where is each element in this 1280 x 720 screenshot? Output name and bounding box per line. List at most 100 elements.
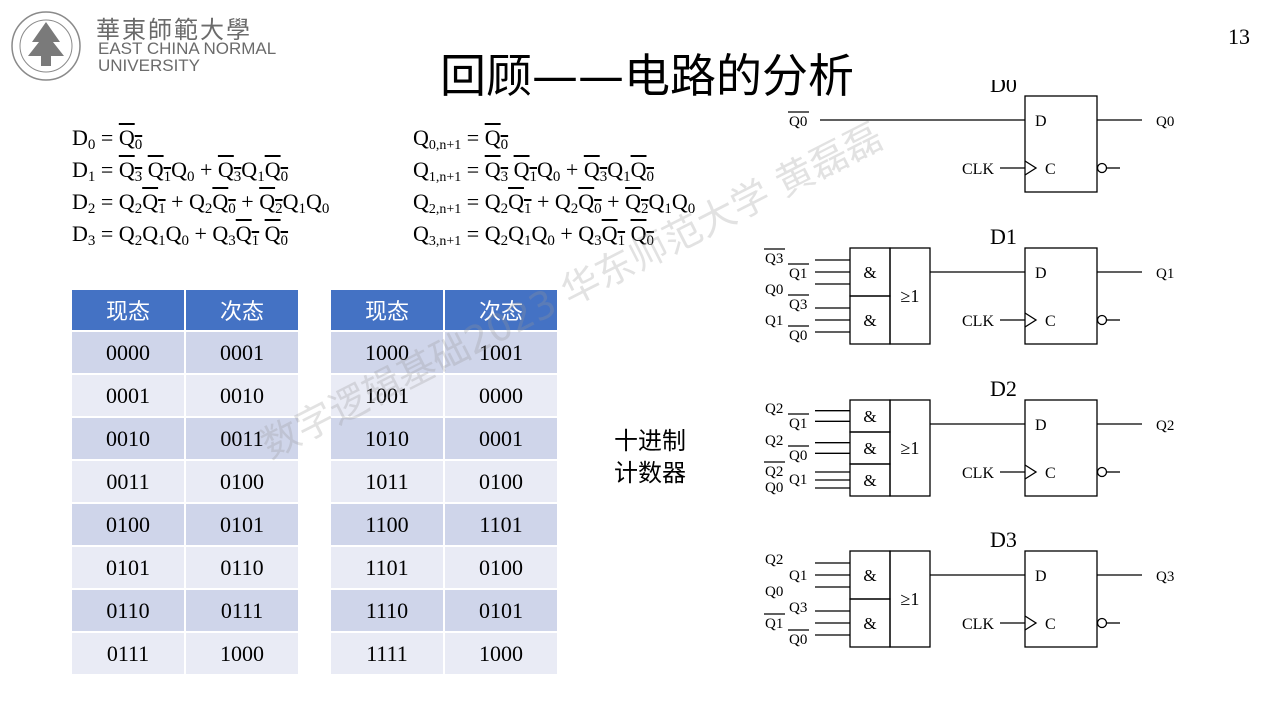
logo-english-line2: UNIVERSITY — [98, 56, 201, 75]
input-label: Q2 — [765, 464, 783, 480]
and-symbol: & — [863, 407, 876, 426]
input-label: Q3 — [765, 251, 783, 267]
current-state-cell: 1100 — [331, 504, 443, 545]
current-state-cell: 1010 — [331, 418, 443, 459]
university-logo — [8, 8, 88, 84]
or-symbol: ≥1 — [901, 589, 920, 609]
counter-label: 十进制 计数器 — [614, 425, 686, 489]
flip-flop-1 — [1024, 247, 1098, 345]
next-state-cell: 0011 — [186, 418, 298, 459]
equation-q1: Q1,n+1 = Q3 Q1Q0 + Q3Q1Q0 — [413, 157, 654, 185]
ff-label-2: D2 — [990, 376, 1017, 401]
input-label: Q0 — [789, 632, 807, 648]
pin-c-label: C — [1045, 465, 1056, 482]
counter-label-line2: 计数器 — [614, 459, 686, 487]
equation-q3: Q3,n+1 = Q2Q1Q0 + Q3Q1 Q0 — [413, 221, 654, 249]
next-state-cell: 1101 — [445, 504, 557, 545]
inverted-output-bubble-icon — [1096, 617, 1108, 629]
q-output-label-3: Q3 — [1156, 569, 1174, 585]
pin-d-label: D — [1035, 417, 1047, 434]
equations-d: D0 = Q0 D1 = Q3 Q1Q0 + Q3Q1Q0 D2 = Q2Q1 … — [72, 122, 329, 250]
q-output-label-0: Q0 — [1156, 114, 1174, 130]
q-output-label-1: Q1 — [1156, 266, 1174, 282]
inverted-output-bubble-icon — [1096, 162, 1108, 174]
input-label: Q2 — [765, 433, 783, 449]
or-gate — [889, 399, 931, 497]
next-state-cell: 0111 — [186, 590, 298, 631]
current-state-cell: 1001 — [331, 375, 443, 416]
circuit-diagram: D0DCCLKQ0D1DCCLKQ1D2DCCLKQ2D3DCCLKQ3Q0&&… — [764, 80, 1174, 648]
pin-d-label: D — [1035, 265, 1047, 282]
equation-d2: D2 = Q2Q1 + Q2Q0 + Q2Q1Q0 — [72, 189, 330, 217]
next-state-cell: 0101 — [445, 590, 557, 631]
flip-flop-2 — [1024, 399, 1098, 497]
header-next-state: 次态 — [186, 290, 298, 330]
next-state-cell: 0101 — [186, 504, 298, 545]
current-state-cell: 1000 — [331, 332, 443, 373]
or-gate — [889, 247, 931, 345]
next-state-cell: 0110 — [186, 547, 298, 588]
pin-d-label: D — [1035, 113, 1047, 130]
input-label: Q1 — [765, 616, 783, 632]
current-state-cell: 0001 — [72, 375, 184, 416]
header-current-state: 现态 — [72, 290, 184, 330]
current-state-cell: 0000 — [72, 332, 184, 373]
input-label: Q1 — [789, 568, 807, 584]
logo-chinese-name: 華東師範大學 — [96, 16, 252, 44]
equation-d3: D3 = Q2Q1Q0 + Q3Q1 Q0 — [72, 221, 289, 249]
equation-q0: Q0,n+1 = Q0 — [413, 125, 509, 153]
clk-label: CLK — [962, 616, 994, 633]
next-state-cell: 0000 — [445, 375, 557, 416]
and-symbol: & — [863, 311, 876, 330]
input-label: Q3 — [789, 600, 807, 616]
current-state-cell: 0010 — [72, 418, 184, 459]
counter-label-line1: 十进制 — [614, 427, 686, 455]
input-label: Q1 — [789, 266, 807, 282]
logo-english-line1: EAST CHINA NORMAL — [98, 39, 277, 58]
next-state-cell: 0001 — [445, 418, 557, 459]
input-label: Q0 — [789, 114, 807, 130]
current-state-cell: 1011 — [331, 461, 443, 502]
current-state-cell: 0011 — [72, 461, 184, 502]
input-label: Q0 — [765, 480, 783, 496]
equation-d1: D1 = Q3 Q1Q0 + Q3Q1Q0 — [72, 157, 289, 185]
equation-q2: Q2,n+1 = Q2Q1 + Q2Q0 + Q2Q1Q0 — [413, 189, 696, 217]
pin-c-label: C — [1045, 313, 1056, 330]
pin-d-label: D — [1035, 568, 1047, 585]
ff-label-1: D1 — [990, 224, 1017, 249]
pin-c-label: C — [1045, 161, 1056, 178]
current-state-cell: 0100 — [72, 504, 184, 545]
input-label: Q1 — [789, 416, 807, 432]
and-symbol: & — [863, 614, 876, 633]
and-symbol: & — [863, 263, 876, 282]
input-label: Q2 — [765, 401, 783, 417]
header-current-state: 现态 — [331, 290, 443, 330]
input-label: Q1 — [789, 472, 807, 488]
clock-triangle-icon — [1024, 615, 1038, 631]
q-output-label-2: Q2 — [1156, 418, 1174, 434]
input-label: Q0 — [789, 448, 807, 464]
ff-label-3: D3 — [990, 527, 1017, 552]
current-state-cell: 0101 — [72, 547, 184, 588]
equation-d0: D0 = Q0 — [72, 125, 143, 153]
clock-triangle-icon — [1024, 464, 1038, 480]
current-state-cell: 1111 — [331, 633, 443, 674]
and-symbol: & — [863, 566, 876, 585]
pin-c-label: C — [1045, 616, 1056, 633]
and-symbol: & — [863, 471, 876, 490]
or-symbol: ≥1 — [901, 438, 920, 458]
next-state-cell: 1001 — [445, 332, 557, 373]
